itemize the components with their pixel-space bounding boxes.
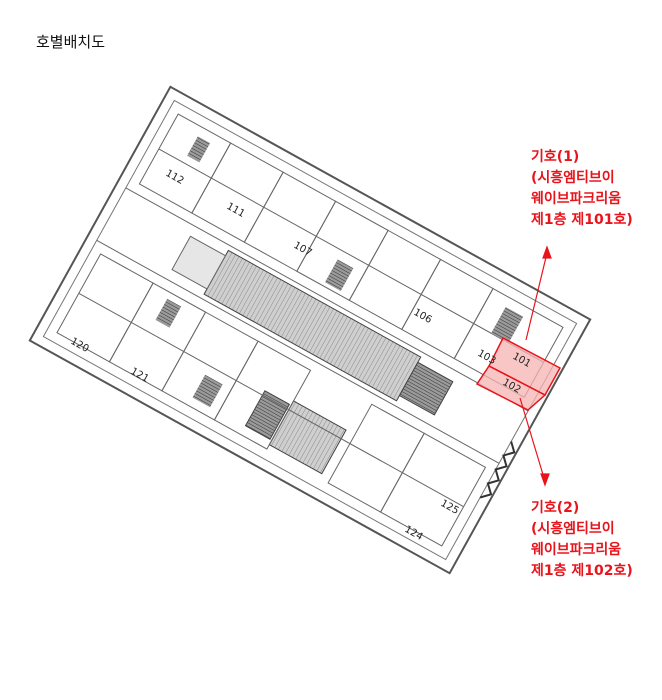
callout-unit-101: 기호(1) (시흥엠티브이 웨이브파크리움 제1층 제101호) <box>531 147 633 231</box>
callout-1-line4: 제1층 제101호) <box>531 212 633 228</box>
callout-2-leader <box>519 397 545 479</box>
callout-1-leader <box>525 252 548 341</box>
callout-1-line2: (시흥엠티브이 <box>531 170 615 186</box>
callout-1-arrowhead <box>542 245 552 259</box>
callout-2-line1: 기호(2) <box>531 500 580 516</box>
callout-unit-102: 기호(2) (시흥엠티브이 웨이브파크리움 제1층 제102호) <box>531 498 633 582</box>
page-title: 호별배치도 <box>36 33 106 51</box>
callout-1-line3: 웨이브파크리움 <box>531 191 622 207</box>
callout-1-line1: 기호(1) <box>531 149 580 165</box>
building-outline <box>28 85 592 575</box>
callout-2-arrowhead <box>540 473 550 487</box>
callout-2-line4: 제1층 제102호) <box>531 563 633 579</box>
callout-2-line3: 웨이브파크리움 <box>531 542 622 558</box>
callout-2-line2: (시흥엠티브이 <box>531 521 615 537</box>
